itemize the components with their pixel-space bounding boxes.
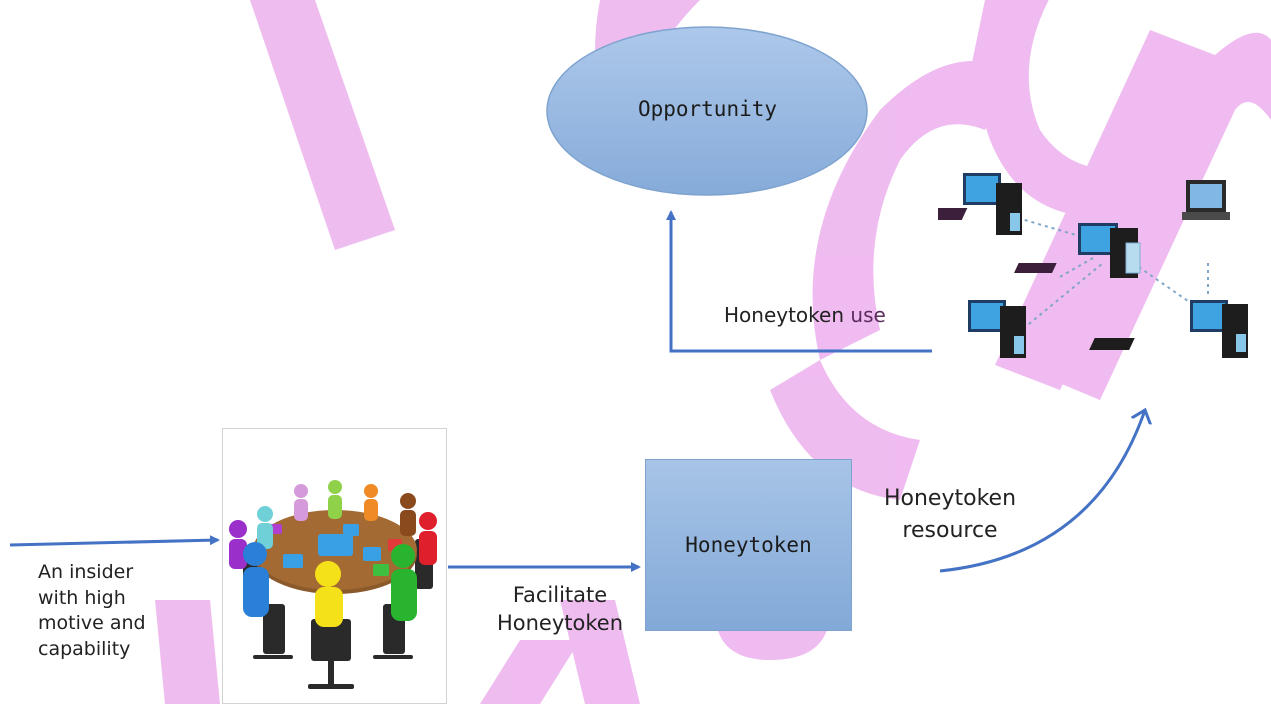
honeytoken-node [645,459,852,631]
insider-label: An insider with high motive and capabili… [38,561,146,660]
laptop-icon [1182,180,1230,220]
opportunity-label: Opportunity [637,97,778,121]
computer-network-illustration [938,173,1248,358]
insider-arrow [9,535,220,547]
resource-label: Honeytoken resource [883,486,1017,543]
use-label-part1: Honeytoken [724,303,851,327]
meeting-table-illustration [222,428,447,704]
computer-icon [1014,223,1141,278]
opportunity-node [546,26,868,196]
honeytoken-label: Honeytoken [685,533,812,557]
computer-icon [1089,300,1248,358]
facilitate-label: Facilitate Honeytoken [496,583,624,636]
use-label: Honeytoken use [724,302,886,329]
use-arrow [666,210,932,353]
computer-icon [938,173,1022,235]
use-label-part2: use [850,303,886,327]
resource-arrow [939,410,1145,573]
computer-icon [968,300,1026,358]
